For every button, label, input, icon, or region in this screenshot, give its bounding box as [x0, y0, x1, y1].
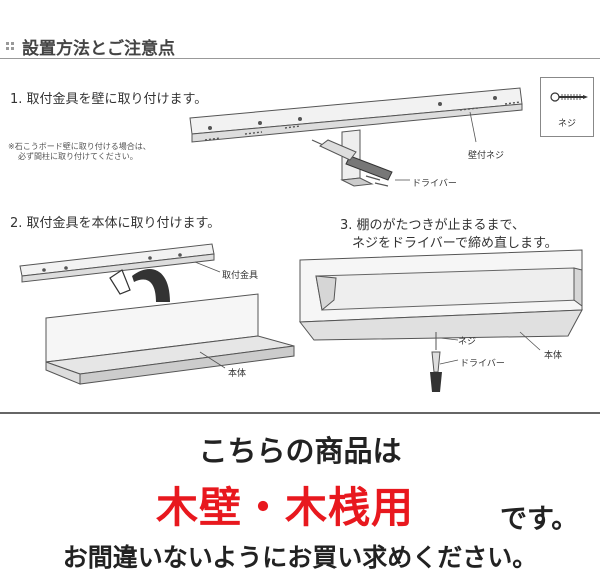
screw-icon: [550, 92, 588, 102]
notice-line2-suffix: です。: [500, 504, 579, 535]
body-label-step3: 本体: [544, 351, 563, 361]
bracket-label: 取付金具: [222, 271, 259, 281]
step3-text-line1: 3. 棚のがたつきが止まるまで、: [340, 218, 526, 233]
step2-text: 2. 取付金具を本体に取り付けます。: [10, 216, 221, 231]
section-title: 設置方法とご注意点: [22, 39, 175, 59]
notice-line3: お間違いないようにお買い求めください。: [62, 543, 538, 572]
step1-note-line1: ※石こうボード壁に取り付ける場合は、: [8, 142, 151, 151]
step2-bracket-to-body-diagram: [19, 243, 295, 385]
step1-text: 1. 取付金具を壁に取り付けます。: [10, 92, 208, 107]
installation-illustrations: [19, 87, 583, 392]
step3-text-line2: ネジをドライバーで締め直します。: [352, 236, 558, 251]
step3-tighten-diagram: [299, 249, 583, 392]
driver-label-step1: ドライバー: [412, 179, 457, 189]
screw-label-step3: ネジ: [458, 337, 477, 347]
notice-highlight: 木壁・木桟用: [156, 483, 415, 532]
notice-line1: こちらの商品は: [198, 434, 402, 468]
screw-legend-label: ネジ: [557, 119, 576, 129]
section-header: 設置方法とご注意点: [0, 0, 600, 62]
wall-screw-label: 壁付ネジ: [468, 151, 505, 161]
body-label-step2: 本体: [228, 369, 247, 379]
screw-legend-box: ネジ: [540, 77, 594, 137]
step1-note-line2: 必ず間柱に取り付けてください。: [18, 152, 138, 161]
step1-wall-bracket-diagram: [189, 87, 523, 187]
header-divider: [0, 58, 600, 59]
grip-icon: [6, 42, 14, 50]
driver-label-step3: ドライバー: [460, 359, 505, 369]
section-divider: [0, 412, 600, 414]
